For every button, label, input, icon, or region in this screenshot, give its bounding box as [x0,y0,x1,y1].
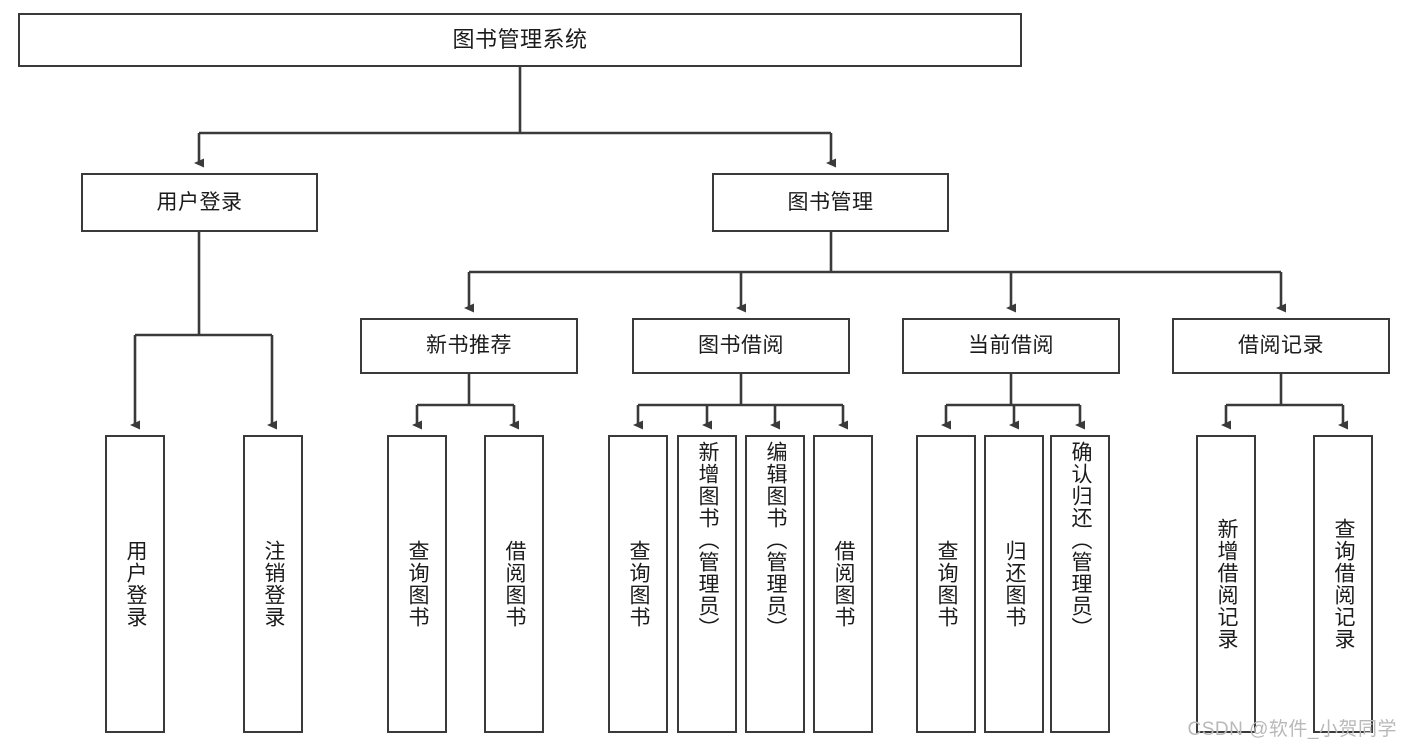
node-label: 用户登录 [124,540,148,628]
csdn-watermark: CSDN @软件_小贺同学 [1187,719,1397,740]
node-label: 借阅图书 [832,540,856,628]
node-label: 图书管理系统 [452,26,588,52]
node-label: 当前借阅 [968,334,1054,358]
node-label: 新书推荐 [426,334,512,358]
node-label: 新增借阅记录 [1215,518,1239,650]
node-leaf-add-borrow-record[interactable]: 新增借阅记录 [1196,435,1256,733]
node-current-borrow[interactable]: 当前借阅 [902,318,1120,374]
node-leaf-confirm-return[interactable]: 确认归还（管理员） [1050,435,1110,733]
node-leaf-query-book-2[interactable]: 查询图书 [608,435,668,733]
node-label: 查询图书 [627,540,651,628]
node-label: 归还图书 [1003,540,1027,628]
node-label: 查询图书 [935,540,959,628]
node-label: 注销登录 [262,540,286,628]
node-leaf-logout-login[interactable]: 注销登录 [243,435,303,733]
node-new-book-recommend[interactable]: 新书推荐 [360,318,578,374]
node-label: 图书借阅 [698,334,784,358]
node-leaf-query-book-3[interactable]: 查询图书 [916,435,976,733]
node-book-borrow[interactable]: 图书借阅 [632,318,850,374]
node-leaf-add-book[interactable]: 新增图书（管理员） [677,435,737,733]
node-leaf-query-book-1[interactable]: 查询图书 [387,435,447,733]
node-label: 编辑图书（管理员） [764,441,788,639]
node-leaf-edit-book[interactable]: 编辑图书（管理员） [745,435,805,733]
node-borrow-record[interactable]: 借阅记录 [1172,318,1390,374]
node-label: 查询图书 [406,540,430,628]
node-label: 确认归还（管理员） [1069,441,1093,639]
node-leaf-borrow-book-2[interactable]: 借阅图书 [813,435,873,733]
node-book-manage[interactable]: 图书管理 [712,173,949,232]
node-leaf-user-login[interactable]: 用户登录 [105,435,165,733]
node-label: 用户登录 [156,190,243,214]
node-leaf-query-borrow-record[interactable]: 查询借阅记录 [1313,435,1373,733]
node-label: 查询借阅记录 [1332,518,1356,650]
node-leaf-borrow-book-1[interactable]: 借阅图书 [484,435,544,733]
node-user-login[interactable]: 用户登录 [81,173,318,232]
node-label: 借阅记录 [1238,334,1324,358]
node-label: 借阅图书 [503,540,527,628]
node-label: 新增图书（管理员） [696,441,720,639]
node-label: 图书管理 [787,190,874,214]
node-root-book-management-system[interactable]: 图书管理系统 [18,13,1022,67]
node-leaf-return-book[interactable]: 归还图书 [984,435,1044,733]
